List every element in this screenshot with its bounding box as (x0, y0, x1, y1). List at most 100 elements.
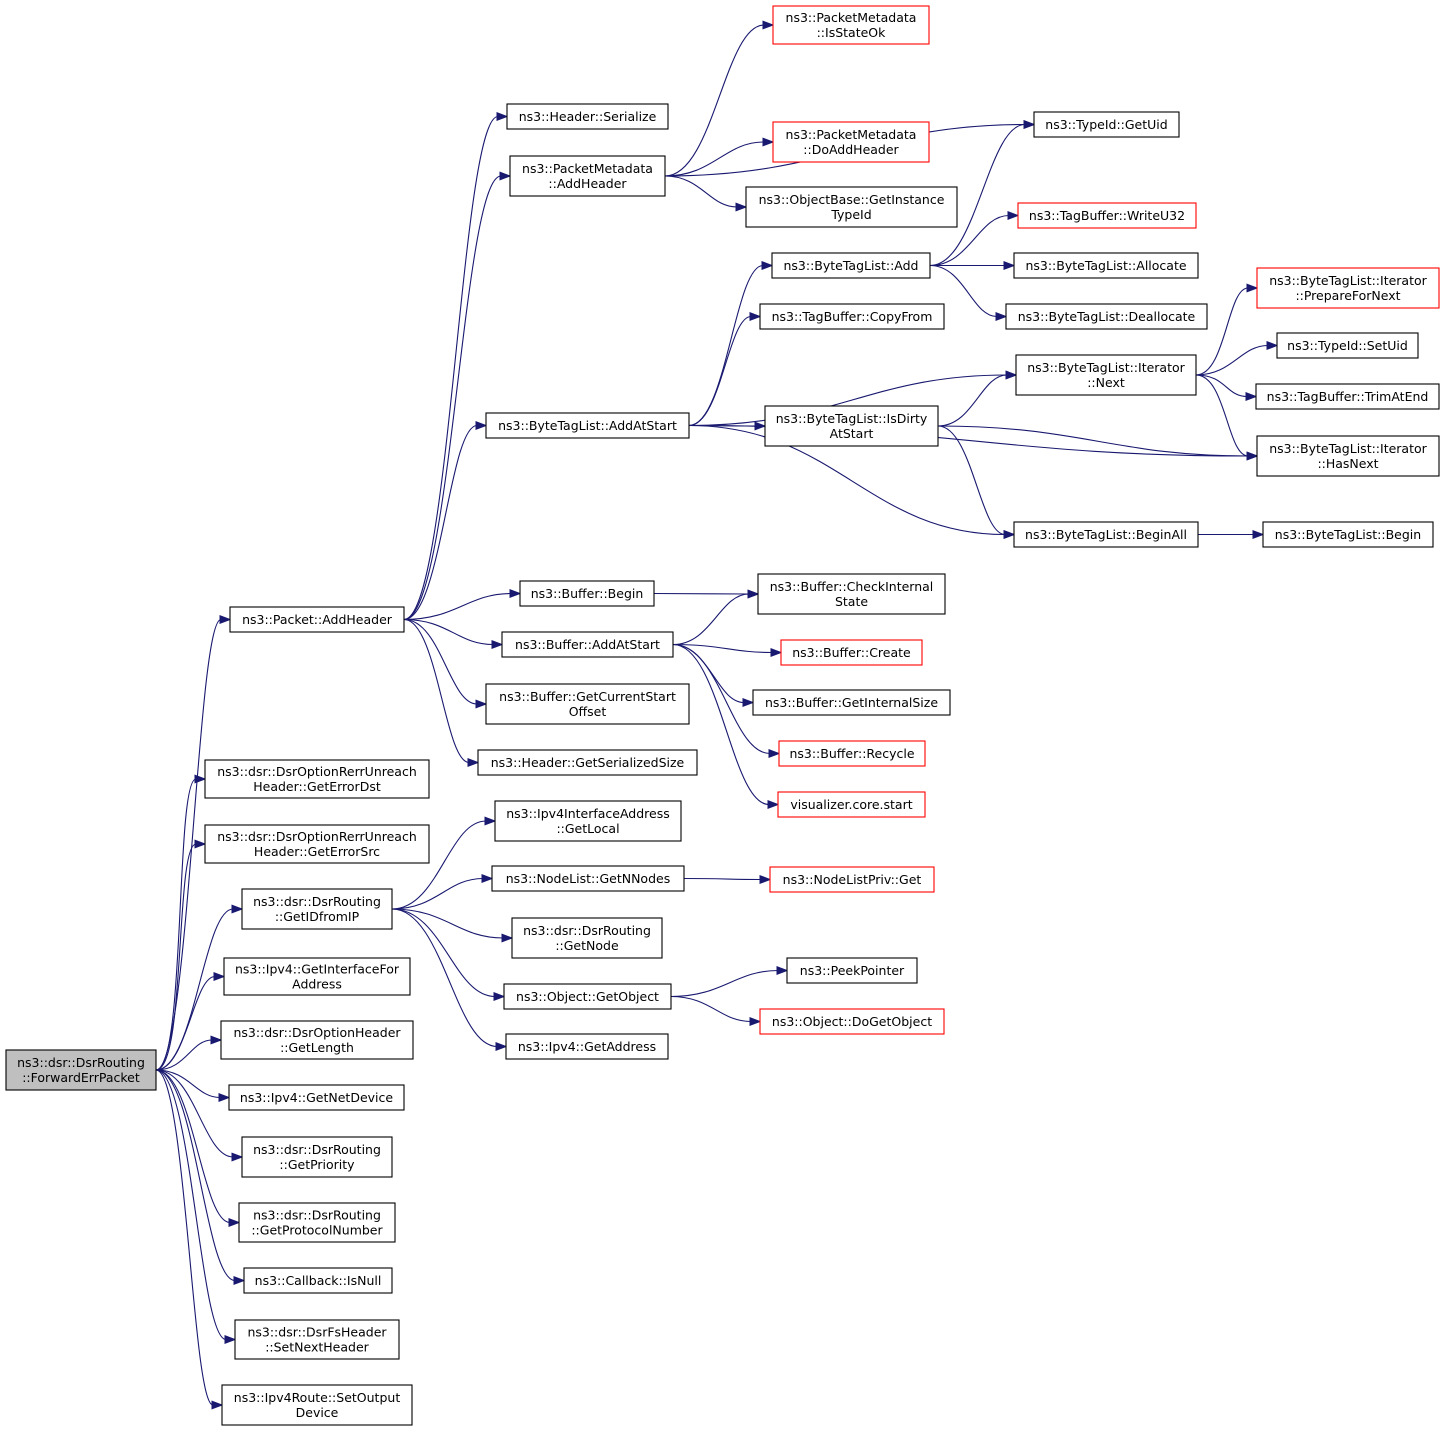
node-box (477, 749, 698, 776)
graph-node-pm_doaddheader[interactable]: ns3::PacketMetadata::DoAddHeader (772, 121, 930, 163)
node-label: ::GetPriority (279, 1157, 355, 1172)
edge-line (403, 618, 494, 646)
node-label: Header::GetErrorSrc (254, 844, 380, 859)
graph-node-btli_next[interactable]: ns3::ByteTagList::Iterator::Next (1015, 354, 1197, 396)
graph-node-btl_deallocate[interactable]: ns3::ByteTagList::Deallocate (1005, 303, 1208, 330)
arrowhead-icon (761, 260, 774, 271)
edge-root-to-ipv4_getif (155, 971, 226, 1071)
graph-node-getprotonum[interactable]: ns3::dsr::DsrRouting::GetProtocolNumber (238, 1202, 396, 1243)
graph-node-getidfromip[interactable]: ns3::dsr::DsrRouting::GetIDfromIP (241, 888, 393, 930)
node-box (759, 1008, 945, 1035)
graph-node-buf_begin[interactable]: ns3::Buffer::Begin (519, 580, 655, 607)
graph-node-btl_begin[interactable]: ns3::ByteTagList::Begin (1262, 521, 1434, 548)
graph-node-peekpointer[interactable]: ns3::PeekPointer (786, 957, 918, 984)
arrowhead-icon (1246, 451, 1259, 461)
node-label: Offset (569, 704, 607, 719)
edge-root-to-getprotonum (155, 1069, 241, 1228)
graph-node-tid_setuid[interactable]: ns3::TypeId::SetUid (1276, 332, 1419, 359)
edge-line (155, 1069, 234, 1158)
graph-node-fs_setnext[interactable]: ns3::dsr::DsrFsHeader::SetNextHeader (234, 1319, 400, 1360)
arrowhead-icon (210, 1035, 223, 1045)
node-label: ns3::Object::GetObject (516, 989, 659, 1004)
node-label: ns3::PacketMetadata (786, 10, 917, 25)
graph-node-btl_add[interactable]: ns3::ByteTagList::Add (771, 252, 931, 279)
node-box (1262, 521, 1434, 548)
node-box (503, 983, 672, 1010)
node-label: ns3::TypeId::GetUid (1045, 117, 1167, 132)
graph-node-rerr_src[interactable]: ns3::dsr::DsrOptionRerrUnreachHeader::Ge… (204, 824, 430, 864)
graph-node-nl_getnnodes[interactable]: ns3::NodeList::GetNNodes (491, 865, 685, 892)
edge-line (672, 593, 750, 646)
node-label: ns3::PacketMetadata (522, 161, 653, 176)
graph-node-nlp_get[interactable]: ns3::NodeListPriv::Get (769, 866, 935, 893)
graph-node-pm_addheader[interactable]: ns3::PacketMetadata::AddHeader (509, 155, 666, 197)
graph-node-pkt_addheader[interactable]: ns3::Packet::AddHeader (229, 606, 405, 633)
node-label: ns3::TypeId::SetUid (1287, 338, 1408, 353)
edge-line (391, 820, 487, 910)
edge-line (1195, 287, 1249, 376)
graph-node-btl_allocate[interactable]: ns3::ByteTagList::Allocate (1013, 252, 1199, 279)
node-box (1033, 111, 1180, 138)
edge-root-to-fs_setnext (155, 1069, 237, 1345)
graph-node-buf_addatstart[interactable]: ns3::Buffer::AddAtStart (501, 631, 674, 658)
node-label: ns3::dsr::DsrRouting (253, 894, 381, 909)
node-label: ns3::ByteTagList::Allocate (1025, 258, 1186, 273)
graph-node-root: ns3::dsr::DsrRouting::ForwardErrPacket (5, 1049, 157, 1091)
node-box (505, 1033, 669, 1060)
graph-node-buf_recycle[interactable]: ns3::Buffer::Recycle (778, 740, 926, 767)
edge-line (391, 908, 504, 939)
node-label: ns3::Header::GetSerializedSize (491, 755, 685, 770)
graph-node-dsr_getnode[interactable]: ns3::dsr::DsrRouting::GetNode (511, 917, 663, 959)
graph-node-ipv4_getnetdev[interactable]: ns3::Ipv4::GetNetDevice (228, 1084, 405, 1111)
graph-node-hdr_sersize[interactable]: ns3::Header::GetSerializedSize (477, 749, 698, 776)
node-label: ns3::Buffer::AddAtStart (515, 637, 660, 652)
edge-line (664, 24, 765, 177)
graph-node-buf_create[interactable]: ns3::Buffer::Create (780, 639, 923, 666)
graph-node-tb_writeu32[interactable]: ns3::TagBuffer::WriteU32 (1017, 202, 1197, 229)
node-label: ::GetLength (280, 1040, 354, 1055)
graph-node-vis_start[interactable]: visualizer.core.start (777, 791, 926, 818)
graph-node-cb_isnull[interactable]: ns3::Callback::IsNull (243, 1267, 393, 1294)
edge-buf_addatstart-to-vis_start (672, 643, 780, 810)
graph-node-btl_beginall[interactable]: ns3::ByteTagList::BeginAll (1013, 521, 1199, 548)
node-label: ns3::ByteTagList::Add (783, 258, 918, 273)
arrowhead-icon (194, 774, 207, 784)
graph-node-obj_getobject[interactable]: ns3::Object::GetObject (503, 983, 672, 1010)
node-box (234, 1319, 400, 1360)
graph-node-btl_addatstart[interactable]: ns3::ByteTagList::AddAtStart (485, 412, 690, 439)
node-box (509, 155, 666, 197)
arrowhead-icon (194, 839, 207, 849)
graph-node-pm_isstateok[interactable]: ns3::PacketMetadata::IsStateOk (772, 5, 930, 45)
arrowhead-icon (495, 1041, 508, 1052)
graph-node-opt_getlength[interactable]: ns3::dsr::DsrOptionHeader::GetLength (220, 1020, 414, 1060)
graph-node-rerr_dst[interactable]: ns3::dsr::DsrOptionRerrUnreachHeader::Ge… (204, 759, 430, 799)
graph-node-buf_getintsize[interactable]: ns3::Buffer::GetInternalSize (752, 689, 951, 716)
edge-line (683, 877, 762, 881)
node-box (1015, 354, 1197, 396)
graph-node-tid_getuid[interactable]: ns3::TypeId::GetUid (1033, 111, 1180, 138)
edge-getidfromip-to-dsr_getnode (391, 908, 514, 943)
edge-root-to-getpriority (155, 1069, 244, 1162)
node-label: ::AddHeader (548, 176, 627, 191)
graph-node-btli_hasnext[interactable]: ns3::ByteTagList::Iterator::HasNext (1256, 435, 1440, 477)
graph-node-getpriority[interactable]: ns3::dsr::DsrRouting::GetPriority (241, 1136, 393, 1178)
edge-btl_isdirty-to-btl_beginall (937, 425, 1016, 540)
arrowhead-icon (995, 311, 1008, 322)
edge-obj_getobject-to-obj_dogetobject (670, 995, 762, 1027)
graph-node-obj_dogetobject[interactable]: ns3::Object::DoGetObject (759, 1008, 945, 1035)
graph-node-hdr_serialize[interactable]: ns3::Header::Serialize (506, 103, 669, 130)
graph-node-btli_prepare[interactable]: ns3::ByteTagList::Iterator::PrepareForNe… (1256, 267, 1440, 309)
edge-line (155, 778, 197, 1071)
graph-node-ipv4ia_getlocal[interactable]: ns3::Ipv4InterfaceAddress::GetLocal (494, 800, 682, 842)
edge-nl_getnnodes-to-nlp_get (683, 874, 772, 885)
edge-line (1195, 344, 1269, 376)
graph-node-ipv4_getaddr[interactable]: ns3::Ipv4::GetAddress (505, 1033, 669, 1060)
graph-node-tb_trimatend[interactable]: ns3::TagBuffer::TrimAtEnd (1255, 383, 1440, 410)
graph-node-tb_copyfrom[interactable]: ns3::TagBuffer::CopyFrom (759, 303, 945, 330)
